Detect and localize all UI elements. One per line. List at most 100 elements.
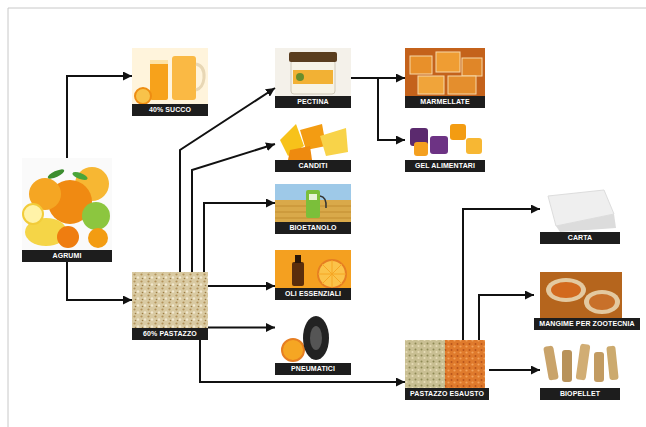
pectin-jar-picture-part — [293, 70, 333, 84]
animal-feed-picture — [540, 272, 622, 318]
product-tile: 60% PASTAZZO — [132, 272, 208, 340]
product-label: MANGIME PER ZOOTECNIA — [534, 318, 640, 330]
product-label: CANDITI — [275, 160, 351, 172]
citrus-picture-part — [47, 167, 66, 180]
food-gel-picture-part — [450, 124, 466, 140]
citrus-picture-part — [88, 228, 108, 248]
product-tile: BIOETANOLO — [275, 184, 351, 234]
flow-arrow — [489, 369, 540, 371]
spent-pomace-picture-part — [405, 340, 445, 388]
biopellet-picture-part — [606, 346, 619, 381]
biopellet-picture-part — [576, 343, 591, 380]
juice-picture-part — [135, 88, 151, 104]
pectin-jar-picture-part — [289, 52, 337, 62]
jam-picture-part — [462, 58, 482, 76]
animal-feed-picture-part — [551, 282, 581, 298]
jam-picture — [405, 48, 485, 96]
product-tile: MANGIME PER ZOOTECNIA — [534, 272, 640, 330]
pomace-picture-part — [132, 272, 208, 328]
product-tile: GEL ALIMENTARI — [405, 120, 485, 172]
product-label: 60% PASTAZZO — [132, 328, 208, 340]
food-gel-picture-part — [430, 136, 448, 154]
tyre-picture-part — [282, 339, 304, 361]
flow-arrow — [192, 144, 275, 272]
essential-oil-picture-part — [292, 262, 304, 286]
jam-picture-part — [405, 48, 485, 96]
food-gel-picture-part — [405, 120, 485, 160]
juice-picture-part — [150, 60, 168, 64]
essential-oil-picture-part — [318, 260, 346, 288]
tyre-picture-part — [275, 315, 351, 363]
bioethanol-picture-part — [320, 196, 326, 208]
biopellet-picture — [540, 340, 620, 388]
jam-picture-part — [418, 76, 444, 94]
animal-feed-picture-part — [540, 272, 622, 318]
spent-pomace-picture — [405, 340, 485, 388]
biopellet-picture-part — [562, 350, 572, 382]
flow-arrow — [200, 340, 405, 382]
citrus-picture-part — [71, 170, 88, 181]
flow-arrow — [208, 327, 275, 329]
animal-feed-picture-part — [589, 294, 615, 310]
juice-picture-part — [172, 56, 196, 100]
product-label: PASTAZZO ESAUSTO — [405, 388, 489, 400]
product-label: OLI ESSENZIALI — [275, 288, 351, 300]
essential-oil-picture-part — [295, 255, 301, 263]
paper-picture-part — [540, 186, 620, 232]
essential-oil-picture-part — [275, 250, 351, 288]
animal-feed-picture-part — [546, 278, 586, 302]
biopellet-picture-part — [543, 345, 559, 380]
pomace-picture — [132, 272, 208, 328]
jam-picture-part — [448, 76, 476, 94]
essential-oil-picture — [275, 250, 351, 288]
paper-picture-part — [556, 214, 616, 232]
product-label: MARMELLATE — [405, 96, 485, 108]
tyre-picture — [275, 315, 351, 363]
candied-fruit-picture-part — [288, 146, 312, 160]
bioethanol-picture — [275, 184, 351, 222]
animal-feed-picture-part — [584, 290, 620, 314]
product-tile: CARTA — [540, 186, 620, 244]
pectin-jar-picture-part — [291, 60, 335, 94]
citrus-picture-part — [23, 204, 43, 224]
product-tile: PECTINA — [275, 48, 351, 108]
product-label: PECTINA — [275, 96, 351, 108]
jam-picture-part — [410, 56, 432, 74]
food-gel-picture-part — [414, 142, 428, 156]
tyre-picture-part — [303, 316, 329, 360]
product-tile: PNEUMATICI — [275, 315, 351, 375]
food-gel-picture — [405, 120, 485, 160]
flow-arrow — [208, 285, 275, 287]
bioethanol-picture-part — [306, 190, 320, 218]
product-tile: AGRUMI — [22, 158, 112, 262]
product-label: GEL ALIMENTARI — [405, 160, 485, 172]
product-tile: MARMELLATE — [405, 48, 485, 108]
pectin-jar-picture-part — [296, 73, 304, 81]
biopellet-picture-part — [594, 352, 604, 382]
juice-picture-part — [132, 48, 208, 104]
paper-picture — [540, 186, 620, 232]
candied-fruit-picture-part — [320, 128, 348, 156]
product-tile: CANDITI — [275, 120, 351, 172]
juice-picture — [132, 48, 208, 104]
product-label: AGRUMI — [22, 250, 112, 262]
citrus-picture-part — [57, 226, 79, 248]
product-tile: PASTAZZO ESAUSTO — [405, 340, 489, 400]
flow-arrow — [463, 209, 540, 340]
flow-arrow — [204, 203, 275, 272]
candied-fruit-picture-part — [275, 120, 351, 160]
product-label: PNEUMATICI — [275, 363, 351, 375]
product-label: BIOETANOLO — [275, 222, 351, 234]
product-tile: OLI ESSENZIALI — [275, 250, 351, 300]
product-label: 40% SUCCO — [132, 104, 208, 116]
flow-arrow — [67, 76, 132, 158]
food-gel-picture-part — [466, 138, 482, 154]
product-label: CARTA — [540, 232, 620, 244]
flow-arrow — [479, 295, 534, 340]
pectin-jar-picture — [275, 48, 351, 96]
product-tile: BIOPELLET — [540, 340, 620, 400]
tyre-picture-part — [310, 326, 322, 350]
juice-picture-part — [150, 62, 168, 100]
